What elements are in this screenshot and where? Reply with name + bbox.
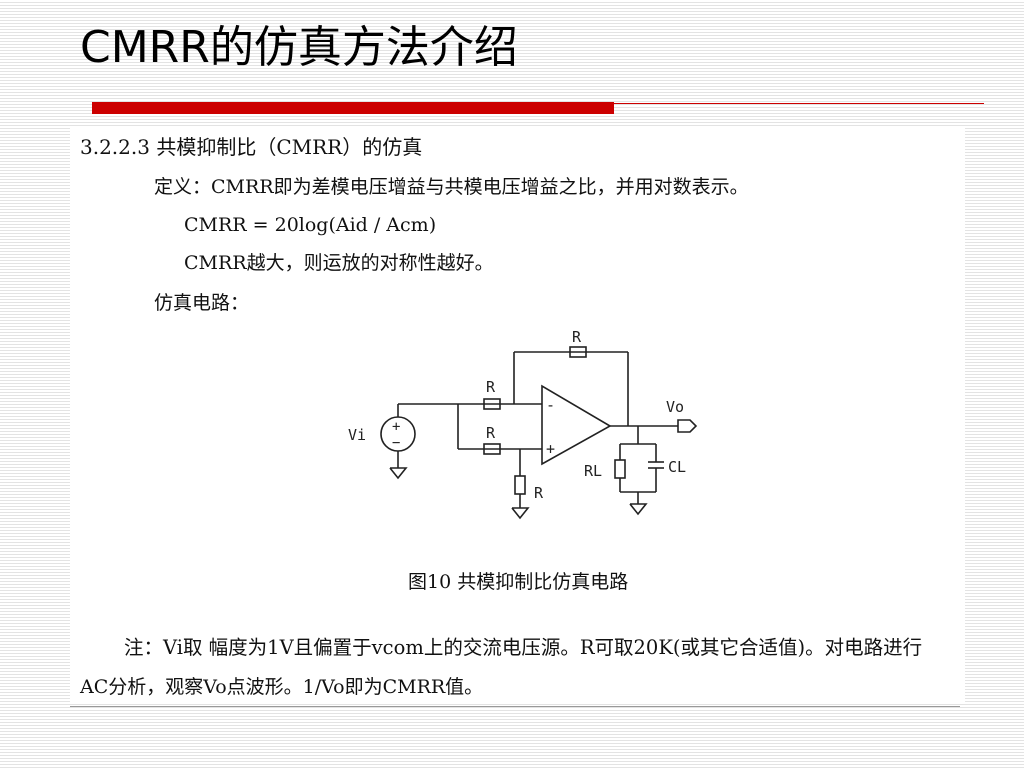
- cmrr-circuit-diagram: + − Vi Vo R R R R RL CL - +: [348, 328, 698, 520]
- opamp-plus-label: +: [546, 440, 555, 458]
- label-rl: RL: [584, 462, 602, 480]
- resistor-ground: [514, 475, 526, 495]
- label-r-in1: R: [486, 378, 496, 396]
- slide-title: CMRR的仿真方法介绍: [80, 22, 518, 73]
- op-amp-symbol: [541, 384, 612, 466]
- ground-symbol-r: [511, 507, 530, 520]
- content-image: 3.2.2.3 共模抑制比（CMRR）的仿真 定义：CMRR即为差模电压增益与共…: [70, 128, 965, 704]
- section-heading: 3.2.2.3 共模抑制比（CMRR）的仿真: [80, 135, 423, 159]
- resistor-in1: [483, 398, 501, 410]
- ground-symbol-load: [629, 503, 648, 516]
- ground-symbol-source: [389, 467, 408, 480]
- source-minus-sign: −: [392, 435, 400, 451]
- title-underline-thick: [92, 102, 614, 114]
- label-vo: Vo: [666, 398, 684, 416]
- note-line-2: AC分析，观察Vo点波形。1/Vo即为CMRR值。: [80, 676, 484, 698]
- note-line-1: 注：Vi取 幅度为1V且偏置于vcom上的交流电压源。R可取20K(或其它合适值…: [124, 636, 923, 659]
- label-r-feedback: R: [572, 328, 582, 346]
- cmrr-formula: CMRR = 20log(Aid / Acm): [184, 214, 437, 236]
- label-cl: CL: [668, 458, 686, 476]
- opamp-minus-label: -: [546, 396, 555, 414]
- source-plus-sign: +: [392, 419, 400, 435]
- title-underline-thin: [614, 103, 984, 104]
- resistor-in2: [483, 443, 501, 455]
- label-r-ground: R: [534, 484, 544, 502]
- resistor-feedback: [569, 346, 587, 358]
- label-vi: Vi: [348, 426, 366, 444]
- output-port-symbol: [677, 419, 698, 433]
- figure-caption: 图10 共模抑制比仿真电路: [408, 571, 629, 593]
- bottom-divider: [70, 706, 960, 707]
- definition-text: 定义：CMRR即为差模电压增益与共模电压增益之比，并用对数表示。: [154, 176, 749, 198]
- label-r-in2: R: [486, 424, 496, 442]
- cmrr-larger-text: CMRR越大，则运放的对称性越好。: [184, 252, 494, 274]
- resistor-load: [614, 459, 626, 479]
- simulation-circuit-label: 仿真电路：: [154, 292, 250, 314]
